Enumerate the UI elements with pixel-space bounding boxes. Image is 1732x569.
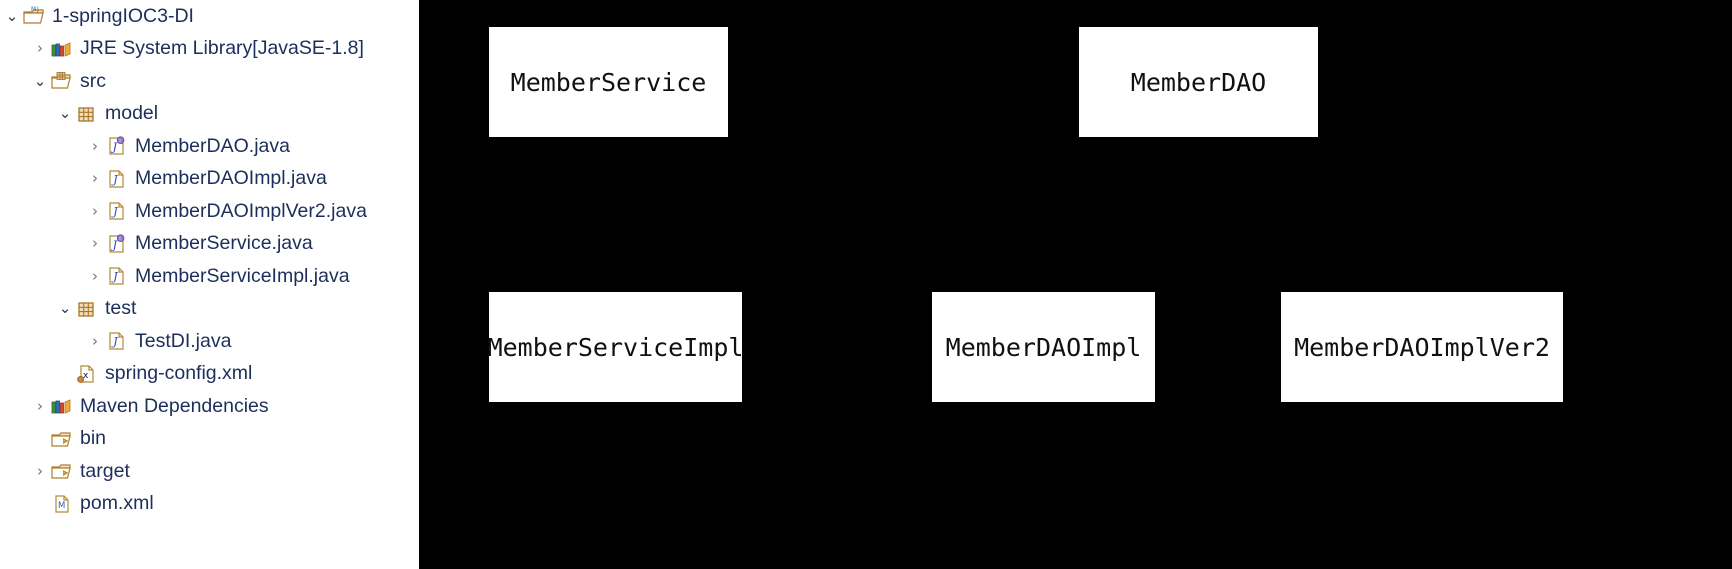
library-icon (50, 38, 74, 60)
svg-text:M: M (31, 6, 36, 13)
tree-item-label: MemberDAO.java (135, 134, 290, 157)
node-label: MemberService (510, 67, 707, 97)
chevron-down-icon[interactable]: ⌄ (33, 71, 47, 90)
tree-item-label: bin (80, 427, 107, 449)
tree-item-target[interactable]: › target (0, 455, 419, 488)
svg-text:J: J (111, 173, 118, 186)
tree-item-label: 1-springIOC3-DI (52, 4, 194, 27)
chevron-right-icon[interactable]: › (92, 266, 98, 285)
package-icon (75, 103, 99, 125)
node-label: MemberDAO (1130, 67, 1267, 97)
folder-icon (50, 428, 74, 450)
tree-item-bin[interactable]: bin (0, 423, 419, 456)
chevron-right-icon[interactable]: › (37, 396, 43, 415)
tree-item-test[interactable]: ⌄ test (0, 293, 419, 326)
chevron-right-icon[interactable]: › (92, 136, 98, 155)
tree-item-label: spring-config.xml (105, 362, 253, 384)
svg-text:J: J (111, 205, 118, 218)
tree-item-memberdaoimplver2[interactable]: › J MemberDAOImplVer2.java (0, 195, 419, 228)
tree-item-label: MemberDAOImplVer2.java (135, 199, 367, 222)
folder-icon (50, 460, 74, 482)
tree-item-springconfig[interactable]: x spring-config.xml (0, 358, 419, 391)
node-memberserviceimpl[interactable]: MemberServiceImpl (487, 292, 744, 402)
node-memberservice[interactable]: MemberService (489, 27, 728, 137)
node-memberdaoimplver2[interactable]: MemberDAOImplVer2 (1281, 292, 1563, 402)
tree-item-label: test (105, 297, 137, 319)
node-memberdaoimpl[interactable]: MemberDAOImpl (932, 292, 1155, 402)
svg-text:J: J (111, 141, 118, 154)
tree-item-suffix: [JavaSE-1.8] (252, 37, 364, 59)
tree-item-label: MemberServiceImpl.java (135, 264, 350, 287)
java-class-file-icon: J (105, 265, 129, 287)
package-icon (75, 298, 99, 320)
tree-item-jre[interactable]: › JRE System Library [JavaSE-1.8] (0, 33, 419, 66)
chevron-right-icon[interactable]: › (92, 331, 98, 350)
svg-text:J: J (111, 335, 118, 348)
tree-item-memberserviceimpl[interactable]: › J MemberServiceImpl.java (0, 260, 419, 293)
java-class-file-icon: J (105, 168, 129, 190)
chevron-down-icon[interactable]: ⌄ (5, 6, 19, 25)
tree-item-label: model (105, 102, 159, 124)
node-label: MemberDAOImpl (945, 332, 1142, 362)
tree-item-label: JRE System Library (80, 37, 253, 59)
maven-pom-icon: M (50, 493, 74, 515)
tree-item-label: MemberService.java (135, 232, 313, 254)
tree-item-label: Maven Dependencies (80, 394, 269, 417)
chevron-right-icon[interactable]: › (92, 234, 98, 253)
svg-text:J: J (111, 238, 118, 251)
tree-item-label: TestDI.java (135, 329, 232, 352)
chevron-right-icon[interactable]: › (37, 39, 43, 58)
node-memberdao[interactable]: MemberDAO (1079, 27, 1318, 137)
source-folder-icon (50, 70, 74, 92)
chevron-down-icon[interactable]: ⌄ (58, 104, 72, 123)
tree-item-memberdaoimpl[interactable]: › J MemberDAOImpl.java (0, 163, 419, 196)
svg-text:x: x (83, 371, 89, 381)
svg-text:I: I (119, 139, 121, 145)
tree-item-src[interactable]: ⌄ src (0, 65, 419, 98)
xml-file-icon: x (75, 363, 99, 385)
tree-item-model[interactable]: ⌄ model (0, 98, 419, 131)
tree-item-label: src (80, 69, 106, 92)
tree-item-label: MemberDAOImpl.java (135, 167, 327, 189)
java-class-file-icon: J (105, 330, 129, 352)
svg-text:M: M (58, 501, 65, 511)
chevron-down-icon[interactable]: ⌄ (58, 299, 72, 318)
node-label: MemberServiceImpl (487, 332, 744, 362)
chevron-right-icon[interactable]: › (37, 461, 43, 480)
java-class-file-icon: J (105, 200, 129, 222)
svg-text:J: J (36, 6, 39, 13)
svg-text:J: J (111, 270, 118, 283)
chevron-right-icon[interactable]: › (92, 169, 98, 188)
node-label: MemberDAOImplVer2 (1294, 332, 1550, 362)
svg-text:I: I (119, 236, 121, 242)
tree-item-testdi[interactable]: › J TestDI.java (0, 325, 419, 358)
tree-item-label: pom.xml (80, 492, 154, 514)
chevron-right-icon[interactable]: › (92, 201, 98, 220)
tree-item-mavendeps[interactable]: › Maven Dependencies (0, 390, 419, 423)
tree-item-label: target (80, 459, 130, 482)
class-diagram-canvas: MemberService MemberDAO MemberServiceImpl M… (419, 0, 1732, 569)
library-icon (50, 395, 74, 417)
